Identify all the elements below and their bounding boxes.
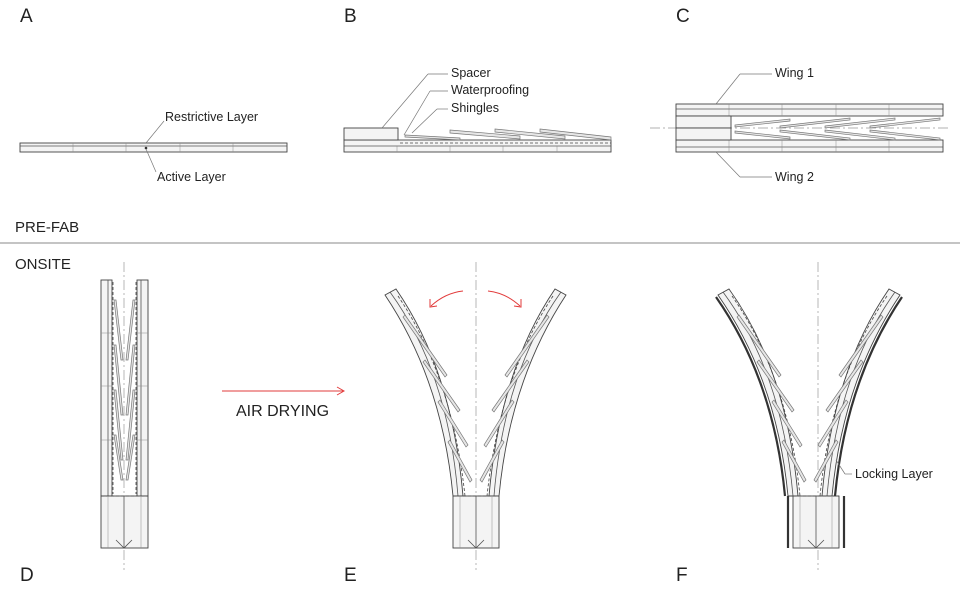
panel-label-f: F — [676, 565, 688, 586]
air-drying-label: AIR DRYING — [236, 403, 330, 420]
callout-active-layer: Active Layer — [157, 170, 226, 184]
callout-wing2: Wing 2 — [775, 170, 814, 184]
air-drying-arrow — [222, 386, 346, 396]
panel-label-e: E — [344, 565, 357, 586]
callout-restrictive-layer: Restrictive Layer — [165, 110, 259, 124]
panel-a-bilayer — [19, 120, 288, 173]
callout-locking-layer: Locking Layer — [855, 467, 933, 481]
panel-d-assembly — [100, 262, 149, 570]
callout-waterproofing: Waterproofing — [451, 83, 530, 97]
panel-label-c: C — [676, 6, 690, 27]
panel-e-bent — [384, 262, 567, 570]
panel-label-d: D — [20, 565, 34, 586]
panel-label-a: A — [20, 6, 33, 27]
section-label-onsite: ONSITE — [15, 256, 71, 273]
spacer-block — [343, 127, 399, 141]
panel-label-b: B — [344, 6, 357, 27]
callout-wing1: Wing 1 — [775, 66, 814, 80]
section-label-prefab: PRE-FAB — [15, 219, 80, 236]
panel-c-wings — [650, 73, 948, 178]
panel-f-locked — [715, 262, 903, 570]
callout-spacer: Spacer — [451, 66, 491, 80]
callout-shingles: Shingles — [451, 101, 499, 115]
panel-b-bilayer — [343, 73, 612, 153]
